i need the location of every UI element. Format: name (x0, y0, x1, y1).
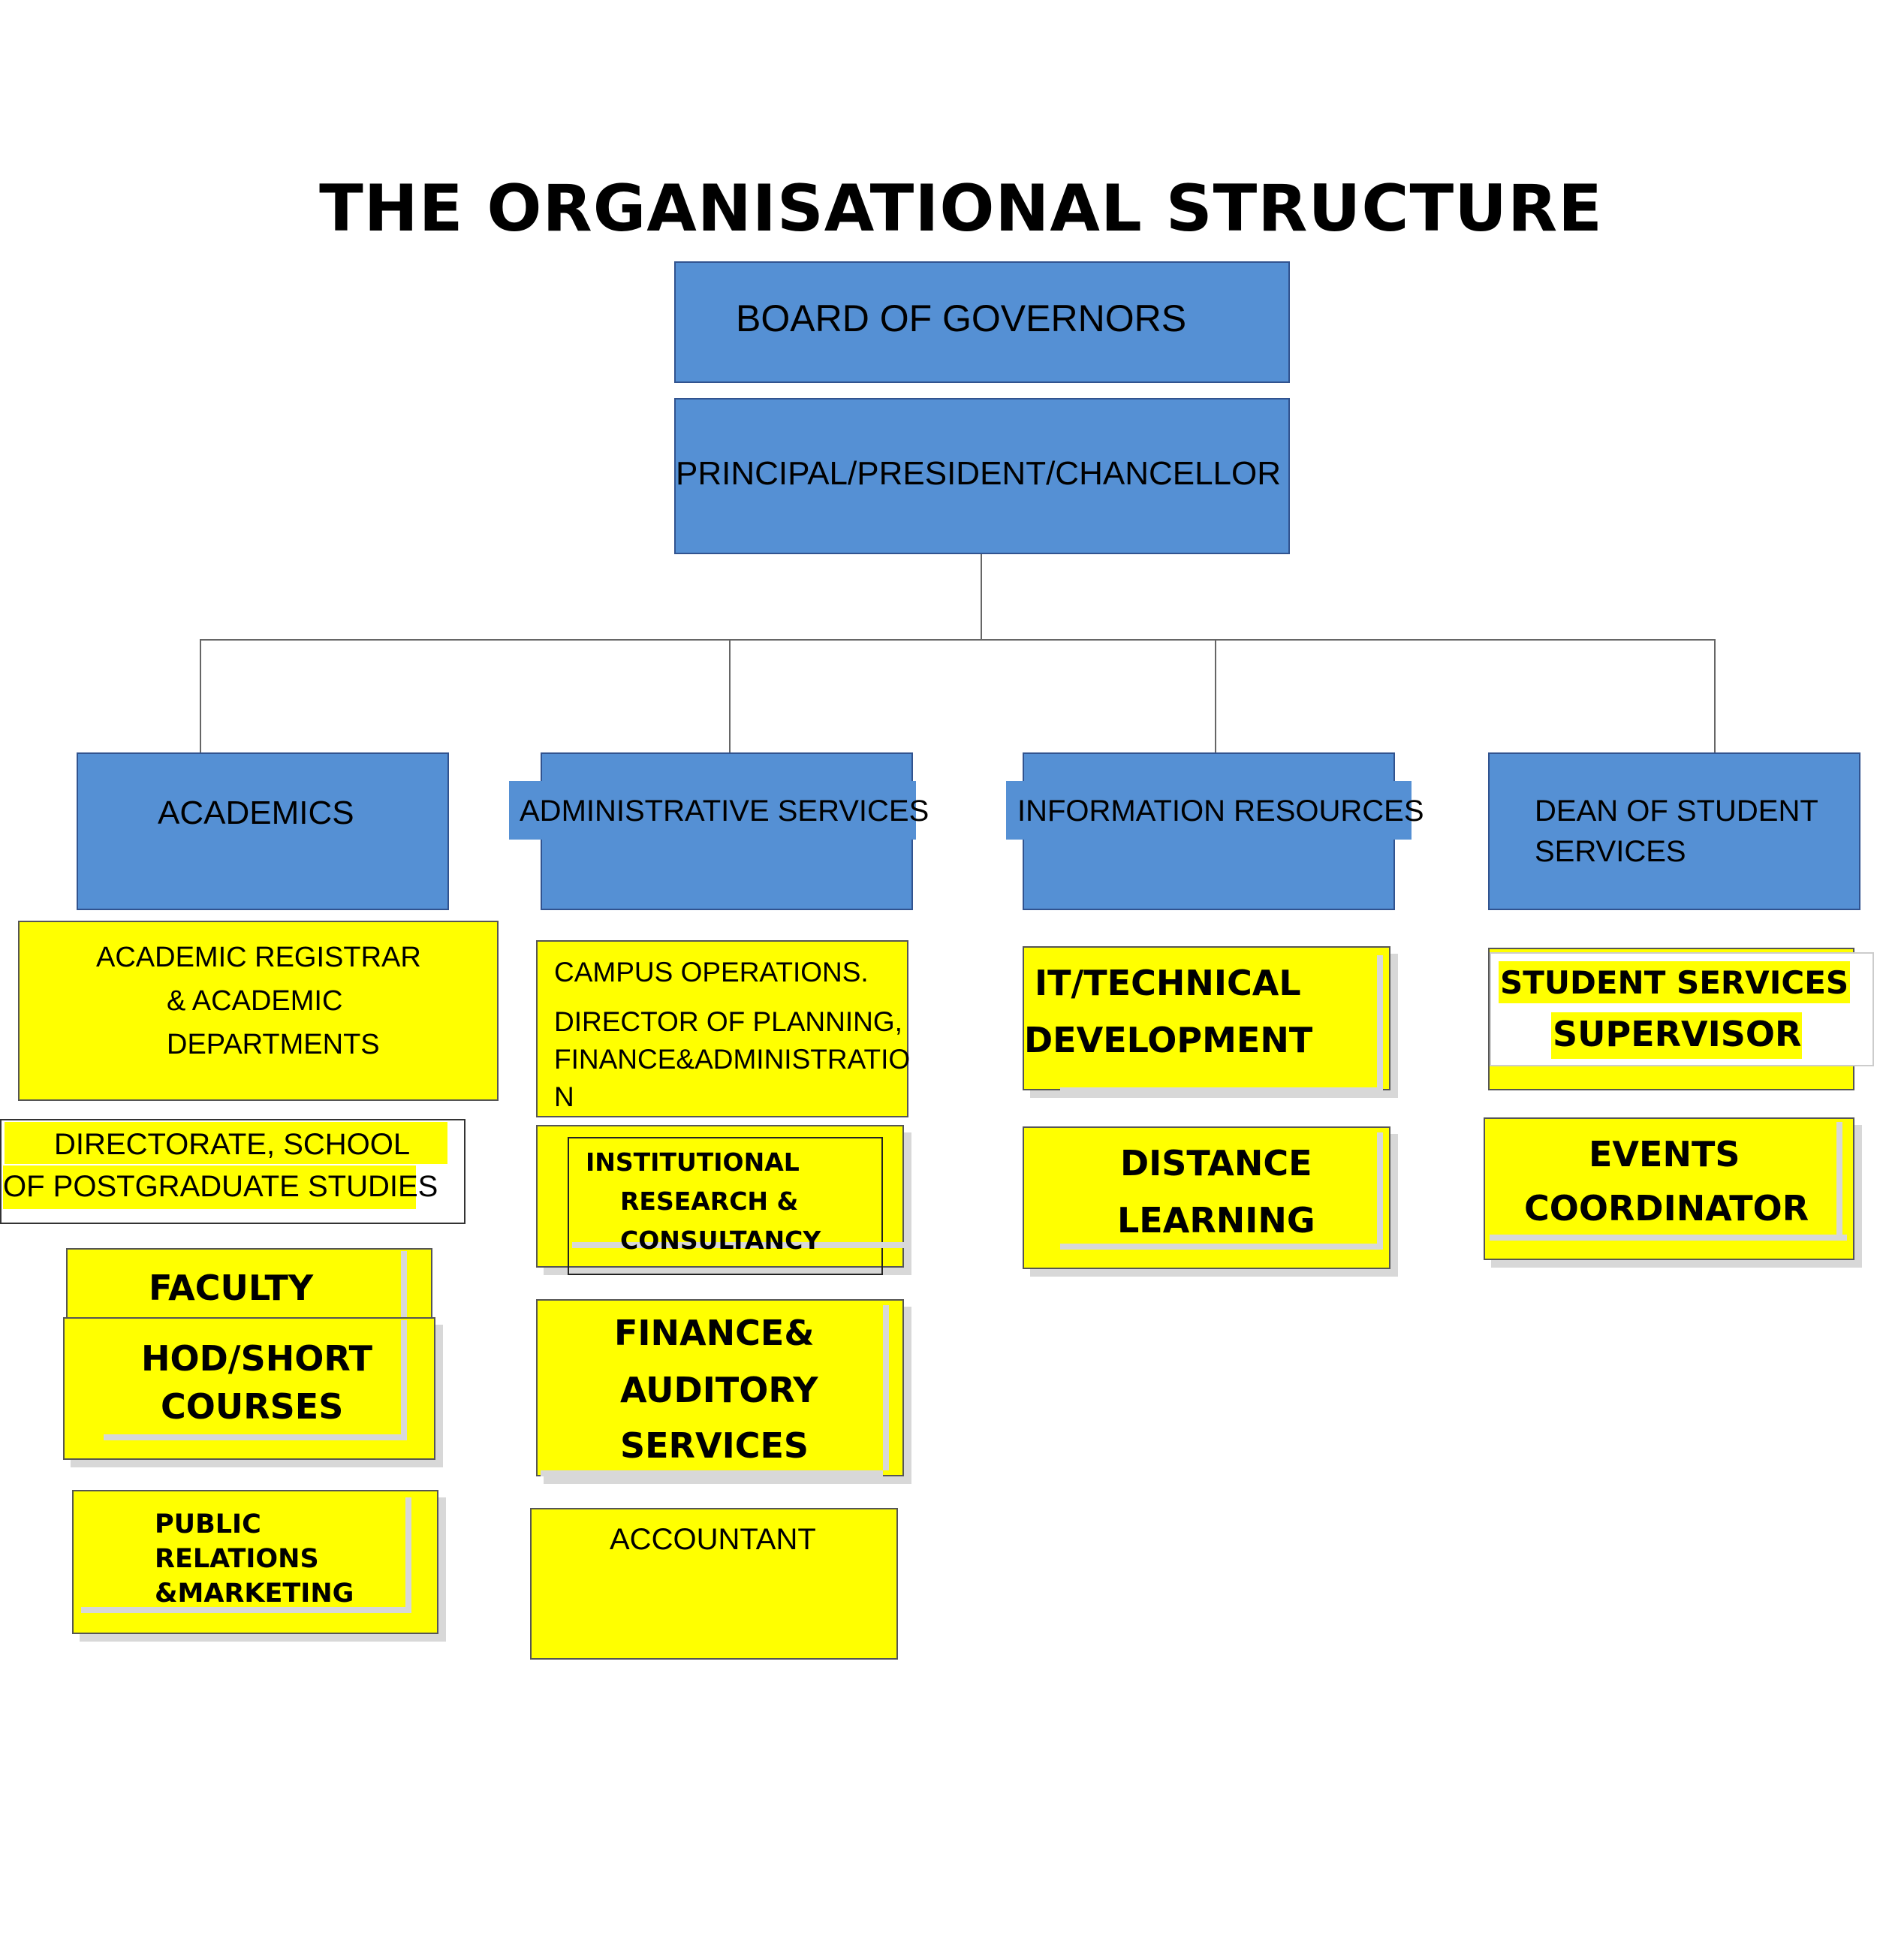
public-relations-label-2: RELATIONS (155, 1544, 319, 1574)
distance-learning-label-1: DISTANCE (1120, 1143, 1312, 1184)
finance-auditory-label-1: FINANCE& (614, 1313, 815, 1353)
it-technical-label-1: IT/TECHNICAL (1035, 963, 1301, 1003)
research-inner-rule-h (572, 1242, 905, 1248)
it-inner-rule-v (1377, 955, 1383, 1087)
student-services-supervisor-label-1: STUDENT SERVICES (1500, 964, 1849, 1001)
institutional-research-label-2: RESEARCH & (620, 1187, 799, 1216)
institutional-research-label-1: INSTITUTIONAL (586, 1147, 800, 1177)
dean-student-services-label-2: SERVICES (1535, 835, 1686, 868)
admin-services-label-band (509, 781, 916, 840)
finance-auditory-box (536, 1299, 904, 1476)
campus-operations-box (536, 940, 908, 1117)
accountant-label: ACCOUNTANT (610, 1523, 816, 1556)
board-of-governors-box (674, 261, 1290, 383)
connector-horizontal (200, 639, 1716, 641)
faculty-label: FACULTY (149, 1268, 314, 1308)
director-planning-label-3: N (554, 1081, 574, 1112)
connector-academics (200, 639, 201, 753)
distance-inner-rule-h (1060, 1244, 1383, 1250)
it-technical-box (1023, 946, 1390, 1090)
pr-inner-rule-v (405, 1497, 411, 1607)
dean-student-services-label-1: DEAN OF STUDENT (1535, 795, 1818, 828)
academics-box (77, 752, 449, 910)
director-planning-label-2: FINANCE&ADMINISTRATIO (554, 1044, 911, 1075)
hod-short-courses-label-2: COURSES (161, 1386, 344, 1427)
institutional-research-label-3: CONSULTANCY (620, 1226, 821, 1255)
connector-principal-down (981, 554, 982, 641)
events-inner-rule-v (1836, 1122, 1842, 1235)
connector-info (1215, 639, 1216, 753)
distance-learning-label-2: LEARNING (1117, 1200, 1315, 1241)
it-technical-label-2: DEVELOPMENT (1024, 1020, 1313, 1060)
events-coordinator-label-2: COORDINATOR (1524, 1188, 1809, 1229)
principal-label: PRINCIPAL/PRESIDENT/CHANCELLOR (676, 455, 1282, 492)
public-relations-label-1: PUBLIC (155, 1509, 261, 1539)
accountant-box (530, 1508, 898, 1660)
student-services-supervisor-label-2: SUPERVISOR (1553, 1014, 1802, 1054)
board-of-governors-label: BOARD OF GOVERNORS (736, 297, 1187, 339)
distance-inner-rule-v (1377, 1132, 1383, 1245)
faculty-inner-rule (401, 1251, 407, 1320)
academic-registrar-box (18, 921, 499, 1101)
dean-student-services-box (1488, 752, 1860, 910)
director-planning-label-1: DIRECTOR OF PLANNING, (554, 1006, 902, 1037)
finance-auditory-label-2: AUDITORY (620, 1370, 818, 1410)
hod-inner-rule-v (401, 1320, 407, 1434)
directorate-label-2: OF POSTGRADUATE STUDIES (3, 1170, 438, 1203)
pr-inner-rule-h (81, 1607, 411, 1613)
info-resources-label: INFORMATION RESOURCES (1017, 795, 1424, 828)
academic-registrar-label-2: & ACADEMIC (167, 985, 343, 1017)
connector-admin (729, 639, 731, 753)
institutional-research-inner-frame (568, 1137, 883, 1275)
finance-auditory-label-3: SERVICES (620, 1425, 809, 1466)
hod-short-courses-label-1: HOD/SHORT (141, 1338, 373, 1379)
academic-registrar-label-3: DEPARTMENTS (167, 1029, 380, 1060)
supervisor-highlight-2 (1551, 1012, 1802, 1059)
academics-label: ACADEMICS (158, 795, 354, 831)
connector-dean (1714, 639, 1716, 753)
hod-inner-rule-h (104, 1434, 407, 1440)
it-inner-rule-h (1060, 1087, 1383, 1093)
academic-registrar-label-1: ACADEMIC REGISTRAR (96, 942, 421, 973)
admin-services-label: ADMINISTRATIVE SERVICES (520, 795, 929, 828)
info-resources-label-band (1006, 781, 1412, 840)
directorate-label-1: DIRECTORATE, SCHOOL (54, 1128, 411, 1161)
chart-title: THE ORGANISATIONAL STRUCTURE (319, 171, 1603, 246)
directorate-highlight-1 (5, 1122, 447, 1164)
directorate-highlight-2 (3, 1165, 416, 1209)
finance-inner-rule-v (883, 1305, 889, 1470)
events-coordinator-label-1: EVENTS (1589, 1134, 1740, 1174)
finance-inner-rule-h (541, 1470, 883, 1476)
supervisor-highlight-1 (1499, 961, 1850, 1003)
public-relations-label-3: &MARKETING (155, 1579, 354, 1609)
campus-operations-label: CAMPUS OPERATIONS. (554, 957, 869, 988)
events-inner-rule-h (1490, 1235, 1847, 1241)
principal-box (674, 398, 1290, 554)
faculty-box (66, 1248, 432, 1323)
